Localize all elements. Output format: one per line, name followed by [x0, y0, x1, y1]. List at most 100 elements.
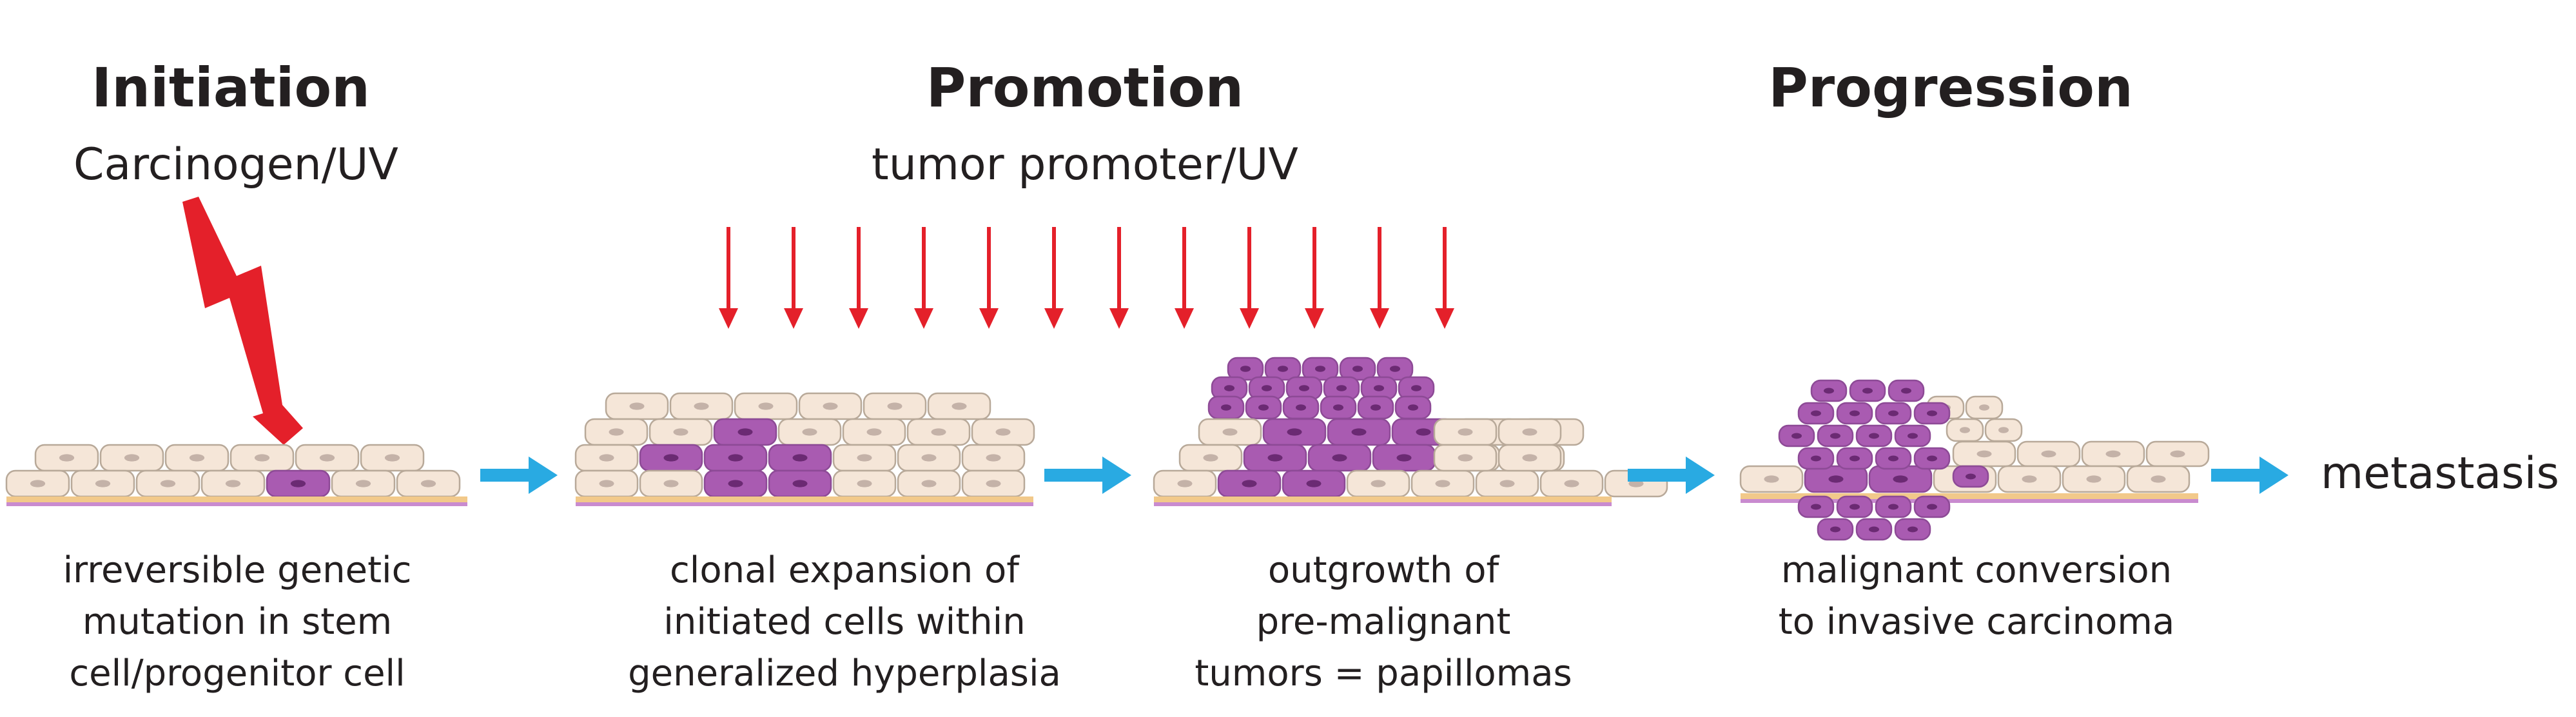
caption-line: pre-malignant	[1256, 601, 1511, 643]
normal-cell	[1539, 469, 1604, 498]
mutant-cell	[1262, 418, 1327, 446]
normal-cell	[1498, 444, 1562, 472]
normal-cell	[798, 392, 863, 420]
normal-cell	[34, 444, 99, 472]
caption-line: tumors = papillomas	[1195, 653, 1572, 694]
normal-cell	[832, 469, 897, 498]
flow-arrow	[1628, 457, 1715, 494]
mutant-cell	[1394, 395, 1432, 420]
normal-cell	[639, 469, 703, 498]
normal-cell	[2145, 440, 2210, 467]
normal-cell	[906, 418, 971, 446]
caption-line: generalized hyperplasia	[628, 653, 1061, 694]
mutant-cell	[703, 444, 768, 472]
mutant-cell	[1894, 424, 1931, 447]
caption-line: cell/progenitor cell	[69, 653, 405, 694]
flow-arrow	[1044, 457, 1131, 494]
flow-arrows	[480, 457, 2288, 494]
normal-cell	[135, 469, 200, 498]
normal-cell	[5, 469, 70, 498]
stage-title-initiation: Initiation	[92, 56, 370, 119]
mutant-cell	[1849, 379, 1886, 402]
mutant-cell	[1817, 518, 1854, 541]
mutant-cell	[1894, 518, 1931, 541]
mutant-cell	[1285, 376, 1323, 400]
mutant-cell	[1836, 447, 1873, 470]
mutant-cell	[1836, 495, 1873, 518]
flow-arrow	[2211, 457, 2288, 494]
normal-cell	[1153, 469, 1217, 498]
tissue-initiation	[5, 444, 467, 506]
normal-cell	[360, 444, 425, 472]
promoter-arrow	[784, 227, 803, 329]
normal-cell	[99, 444, 164, 472]
normal-cell	[897, 444, 961, 472]
promoter-arrow	[1370, 227, 1389, 329]
normal-cell	[1965, 395, 2004, 420]
normal-cell	[1410, 469, 1475, 498]
normal-cell	[574, 444, 639, 472]
basement-membrane-lower	[1154, 502, 1612, 506]
mutant-cell	[713, 418, 777, 446]
normal-cell	[1997, 465, 2062, 493]
normal-cell	[396, 469, 461, 498]
normal-cell	[842, 418, 906, 446]
normal-cell	[961, 444, 1026, 472]
normal-cell	[1498, 418, 1562, 446]
promoter-arrow	[719, 227, 738, 329]
tissue-hyperplasia	[574, 392, 1035, 506]
tissue-carcinoma	[1739, 379, 2210, 541]
normal-cell	[200, 469, 266, 498]
normal-cell	[2126, 465, 2191, 493]
mutant-cell	[1913, 402, 1951, 425]
mutant-cell	[1810, 379, 1848, 402]
mutant-cell	[1913, 495, 1951, 518]
promoter-arrow	[914, 227, 933, 329]
normal-cell	[1433, 444, 1498, 472]
normal-cell	[1198, 418, 1262, 446]
promoter-arrow	[1240, 227, 1259, 329]
mutant-cell	[1357, 395, 1394, 420]
flow-arrow	[480, 457, 558, 494]
mutant-cell	[1264, 357, 1302, 381]
caption-progression: malignant conversion to invasive carcino…	[1779, 549, 2175, 643]
lightning-bolt-icon	[182, 197, 303, 445]
promoter-arrow	[1044, 227, 1064, 329]
mutant-cell	[1320, 395, 1357, 420]
mutant-cell	[1797, 447, 1835, 470]
normal-cell	[605, 392, 669, 420]
mutant-cell	[1302, 357, 1339, 381]
mutant-cell	[1327, 418, 1391, 446]
mutant-cell	[1778, 424, 1815, 447]
normal-cell	[961, 469, 1026, 498]
tissue-papilloma	[1153, 357, 1668, 506]
normal-cell	[1346, 469, 1410, 498]
normal-cell	[229, 444, 295, 472]
caption-line: malignant conversion	[1781, 549, 2172, 591]
mutant-cell	[1797, 495, 1835, 518]
basement-membrane	[1741, 493, 2198, 499]
mutant-cell	[1339, 357, 1376, 381]
mutant-cell	[1282, 395, 1320, 420]
normal-cell	[669, 392, 734, 420]
caption-promotion: clonal expansion of initiated cells with…	[628, 549, 1061, 694]
normal-cell	[1433, 418, 1498, 446]
mutant-cell	[1875, 402, 1912, 425]
stage-title-progression: Progression	[1768, 56, 2133, 119]
caption-line: to invasive carcinoma	[1779, 601, 2175, 643]
promoter-arrow	[1109, 227, 1129, 329]
caption-line: outgrowth of	[1268, 549, 1500, 591]
normal-cell	[1475, 469, 1539, 498]
promoter-arrow	[979, 227, 999, 329]
basement-membrane	[576, 496, 1033, 502]
normal-cell	[1952, 440, 2016, 467]
promoter-arrow	[1435, 227, 1454, 329]
promoter-arrow	[849, 227, 868, 329]
promoter-arrow	[1305, 227, 1324, 329]
normal-cell	[1178, 444, 1243, 472]
mutant-cell	[1360, 376, 1398, 400]
mutant-cell	[1804, 465, 1868, 493]
mutant-cell	[1797, 402, 1835, 425]
normal-cell	[863, 392, 927, 420]
